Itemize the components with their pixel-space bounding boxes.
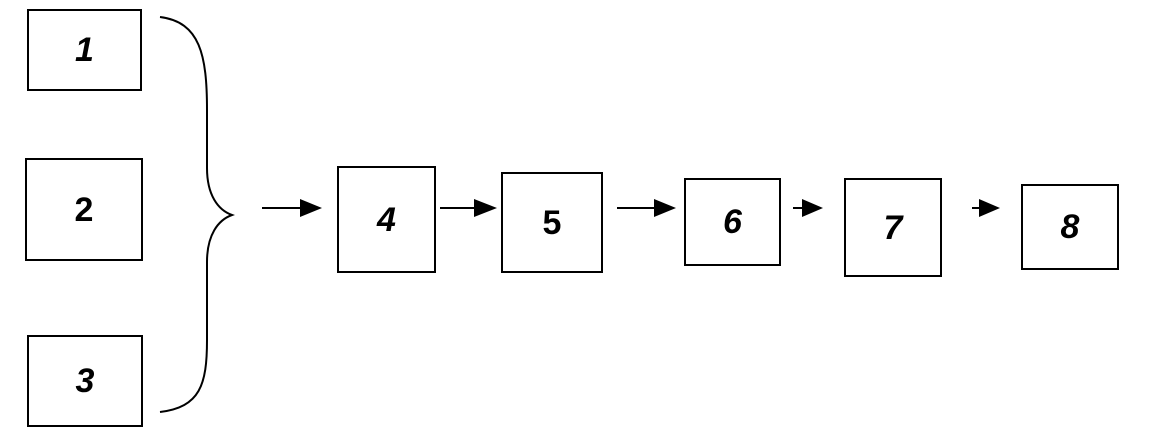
node-3-label: 3 bbox=[75, 362, 95, 400]
node-2-label: 2 bbox=[74, 190, 94, 229]
node-1-label: 1 bbox=[75, 31, 94, 69]
arrow-6-to-7 bbox=[793, 199, 823, 217]
node-5: 5 bbox=[501, 172, 603, 273]
node-4-label: 4 bbox=[377, 200, 396, 239]
node-1: 1 bbox=[27, 9, 142, 91]
arrow-4-to-5 bbox=[440, 199, 497, 217]
node-5-label: 5 bbox=[542, 203, 562, 242]
arrow-to-4 bbox=[262, 199, 322, 217]
node-2: 2 bbox=[25, 158, 143, 261]
node-6: 6 bbox=[684, 178, 781, 266]
node-6-label: 6 bbox=[723, 203, 742, 241]
node-8-label: 8 bbox=[1060, 208, 1080, 246]
node-3: 3 bbox=[27, 335, 143, 427]
node-4: 4 bbox=[337, 166, 436, 273]
arrow-7-to-8 bbox=[972, 199, 1000, 217]
arrow-5-to-6 bbox=[617, 199, 676, 217]
curly-brace-connector bbox=[159, 16, 235, 413]
node-7-label: 7 bbox=[883, 208, 903, 247]
node-8: 8 bbox=[1021, 184, 1119, 270]
node-7: 7 bbox=[844, 178, 942, 277]
